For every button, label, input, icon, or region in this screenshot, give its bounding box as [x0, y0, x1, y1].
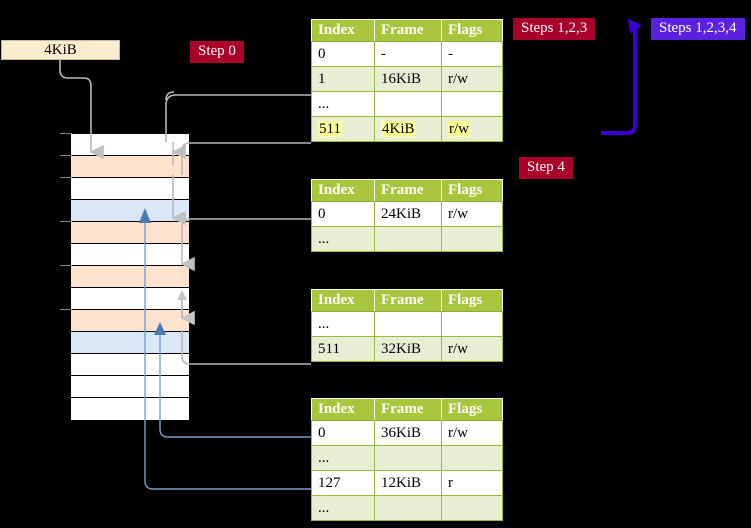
cell-flags	[441, 495, 503, 521]
memory-tick-mark	[60, 133, 72, 134]
cell-flags: r/w	[441, 420, 503, 446]
cell-flags	[441, 311, 503, 337]
memory-frame-row[interactable]	[71, 178, 189, 200]
cell-frame: 32KiB	[374, 336, 442, 362]
memory-frame-row[interactable]	[71, 376, 189, 398]
cell-index: 0	[311, 41, 375, 67]
cell-flags: r/w	[441, 336, 503, 362]
column-header-index: Index	[311, 289, 375, 312]
column-header-flags: Flags	[441, 179, 503, 202]
cell-frame: 36KiB	[374, 420, 442, 446]
table-row[interactable]: 0--	[311, 41, 503, 67]
memory-frame-row[interactable]	[71, 398, 189, 420]
table-row[interactable]: ...	[311, 226, 503, 252]
cell-flags	[441, 226, 503, 252]
cell-frame	[374, 226, 442, 252]
cell-index: 1	[311, 66, 375, 92]
memory-tick-mark	[60, 155, 72, 156]
table-row[interactable]: ...	[311, 311, 503, 337]
memory-frame-row[interactable]	[71, 222, 189, 244]
column-header-frame: Frame	[374, 289, 442, 312]
column-header-flags: Flags	[441, 19, 503, 42]
column-header-flags: Flags	[441, 398, 503, 421]
cell-flags	[441, 445, 503, 471]
memory-frame-row[interactable]	[71, 156, 189, 178]
column-header-frame: Frame	[374, 19, 442, 42]
cell-frame	[374, 445, 442, 471]
column-header-frame: Frame	[374, 398, 442, 421]
column-header-flags: Flags	[441, 289, 503, 312]
memory-tick-mark	[60, 177, 72, 178]
column-header-index: Index	[311, 179, 375, 202]
cell-index: 127	[311, 470, 375, 496]
column-header-index: Index	[311, 19, 375, 42]
memory-tick-mark	[60, 309, 72, 310]
memory-frame-row[interactable]	[71, 266, 189, 288]
memory-frame-row[interactable]	[71, 288, 189, 310]
cell-flags: r/w	[441, 201, 503, 227]
cell-index: ...	[311, 91, 375, 117]
connector-t1-row511	[171, 142, 311, 226]
connector-t3-row511	[177, 290, 311, 365]
cell-index: ...	[311, 445, 375, 471]
memory-frame-row[interactable]	[71, 134, 189, 156]
cell-index: 0	[311, 420, 375, 446]
cell-index: ...	[311, 495, 375, 521]
memory-tick-mark	[60, 265, 72, 266]
cell-flags: r	[441, 470, 503, 496]
cell-flags: r/w	[441, 116, 503, 142]
memory-frame-row[interactable]	[71, 354, 189, 376]
table-row[interactable]: ...	[311, 445, 503, 471]
table-row[interactable]: ...	[311, 495, 503, 521]
cell-index: ...	[311, 311, 375, 337]
cell-index: ...	[311, 226, 375, 252]
memory-frame-row[interactable]	[71, 244, 189, 266]
cell-frame: 4KiB	[374, 116, 442, 142]
cell-flags: r/w	[441, 66, 503, 92]
cell-index: 511	[311, 116, 375, 142]
table-row[interactable]: ...	[311, 91, 503, 117]
cell-frame: 16KiB	[374, 66, 442, 92]
memory-tick-mark	[60, 221, 72, 222]
cell-index: 0	[311, 201, 375, 227]
cell-frame	[374, 495, 442, 521]
cell-index: 511	[311, 336, 375, 362]
cell-flags: -	[441, 41, 503, 67]
cell-frame	[374, 91, 442, 117]
memory-frame-row[interactable]	[71, 332, 189, 354]
step-0-badge: Step 0	[190, 41, 244, 64]
steps-123-badge: Steps 1,2,3	[513, 18, 596, 41]
connector-t2-row0	[180, 218, 311, 272]
cell-frame: 24KiB	[374, 201, 442, 227]
memory-frame-row[interactable]	[71, 200, 189, 222]
steps-bracket	[601, 18, 642, 135]
column-header-frame: Frame	[374, 179, 442, 202]
cell-frame: -	[374, 41, 442, 67]
cell-flags	[441, 91, 503, 117]
physical-memory-grid	[70, 133, 190, 420]
memory-frame-row[interactable]	[71, 310, 189, 332]
column-header-index: Index	[311, 398, 375, 421]
page-size-box: 4KiB	[1, 40, 120, 60]
cell-frame	[374, 311, 442, 337]
step-4-badge: Step 4	[519, 157, 573, 180]
cell-frame: 12KiB	[374, 470, 442, 496]
steps-1234-badge: Steps 1,2,3,4	[651, 18, 745, 41]
